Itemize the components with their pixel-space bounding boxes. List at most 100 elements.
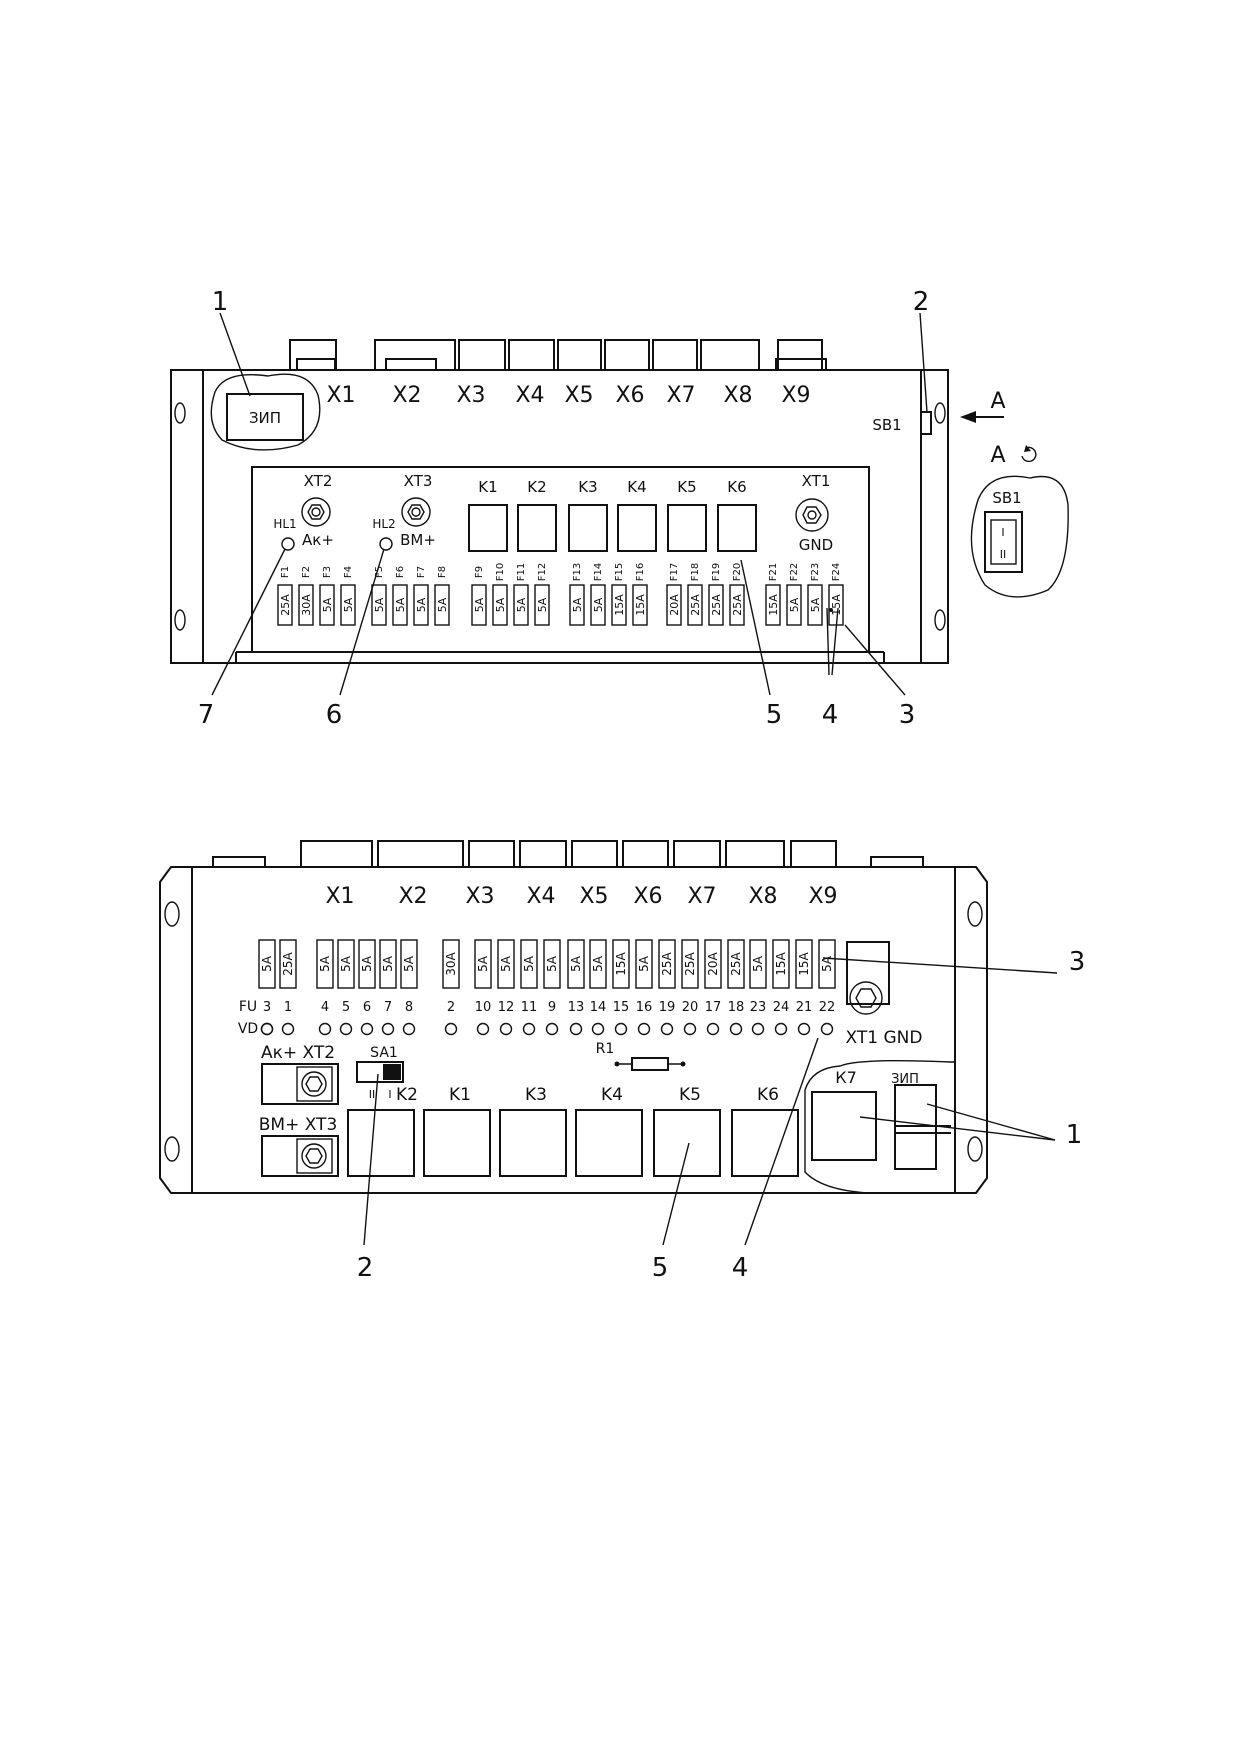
- callout-number: 5: [766, 700, 783, 730]
- fu-number: 17: [705, 1000, 722, 1015]
- xt3-label: XT3: [404, 472, 433, 490]
- fuse-rating: 5A: [318, 955, 332, 972]
- fuse-rating: 5A: [339, 955, 353, 972]
- vd-led: [444, 1022, 458, 1036]
- fuse: [569, 584, 585, 626]
- fu-number: 2: [447, 1000, 455, 1015]
- fuse-id: F8: [437, 566, 448, 578]
- inner-panel: [251, 466, 870, 653]
- nut-icon: [305, 1148, 323, 1164]
- fuse: [471, 584, 487, 626]
- xt2-sublabel: Ак+: [302, 531, 334, 549]
- fuse-rating: 5A: [321, 597, 334, 612]
- sb1-switch: [920, 411, 932, 435]
- fuse-rating: 5A: [591, 955, 605, 972]
- vd-led: [499, 1022, 513, 1036]
- fuse-rating: 25A: [731, 594, 744, 616]
- connector-label: X2: [398, 884, 427, 909]
- fu-number: 7: [384, 1000, 392, 1015]
- vd-led: [637, 1022, 651, 1036]
- connector-tab: [519, 840, 567, 868]
- k7-relay: [811, 1091, 877, 1161]
- callout-number: 2: [913, 287, 930, 317]
- leader-3: [844, 624, 906, 696]
- fuse: [590, 584, 606, 626]
- vd-led: [569, 1022, 583, 1036]
- connector-label: X3: [456, 383, 485, 408]
- vd-led: [797, 1022, 811, 1036]
- fuse: [749, 939, 767, 989]
- vd-led: [360, 1022, 374, 1036]
- rotation-icon: [1021, 446, 1037, 463]
- fu-number: 14: [590, 1000, 607, 1015]
- fuse: [279, 939, 297, 989]
- bottom-enclosure: [191, 866, 956, 1194]
- leader-2: [919, 312, 928, 413]
- fuse-id: F15: [614, 563, 625, 581]
- xt3-stud: [301, 1143, 327, 1169]
- fu-number: 13: [568, 1000, 585, 1015]
- connector-label: X7: [687, 884, 716, 909]
- connector-tab: [377, 840, 464, 868]
- relay-label: K5: [677, 478, 696, 496]
- leader-dot: [829, 608, 833, 612]
- fuse-id: F11: [516, 563, 527, 581]
- fuse: [658, 939, 676, 989]
- callout-number: 3: [899, 700, 916, 730]
- nut-icon: [305, 1076, 323, 1092]
- fuse-rating: 5A: [436, 597, 449, 612]
- top-connector-tabs: [289, 339, 827, 371]
- view-arrow-head: [960, 411, 976, 423]
- fuse-rating: 25A: [710, 594, 723, 616]
- fuse-id: F2: [301, 566, 312, 578]
- relay-label: K2: [527, 478, 546, 496]
- mount-hole: [934, 402, 946, 424]
- fuse-rating: 5A: [751, 955, 765, 972]
- fuse-id: F6: [395, 566, 406, 578]
- k7-area-outline: [804, 1059, 956, 1194]
- fuse-id: F24: [831, 563, 842, 581]
- connector-label: X2: [392, 383, 421, 408]
- connector-label: X1: [325, 884, 354, 909]
- fu-number: 1: [284, 1000, 292, 1015]
- fuse-rating: 15A: [774, 951, 788, 975]
- leader-7: [211, 548, 286, 696]
- fuse-id: F21: [768, 563, 779, 581]
- fuse-rating: 5A: [592, 597, 605, 612]
- relay-label: K4: [627, 478, 646, 496]
- fuse-id: F19: [711, 563, 722, 581]
- fuse-id: F22: [789, 563, 800, 581]
- connector-label: X9: [781, 383, 810, 408]
- fuse-rating: 30A: [300, 594, 313, 616]
- fuse-rating: 15A: [767, 594, 780, 616]
- connector-label: X9: [808, 884, 837, 909]
- sb1-label: SB1: [872, 416, 901, 434]
- fu-number: 10: [475, 1000, 492, 1015]
- connector-label: X5: [564, 383, 593, 408]
- fuse: [589, 939, 607, 989]
- fuse: [534, 584, 550, 626]
- callout-number: 7: [198, 700, 215, 730]
- vd-led: [751, 1022, 765, 1036]
- fuse-rating: 5A: [473, 597, 486, 612]
- fuse-rating: 5A: [342, 597, 355, 612]
- fuse-id: F23: [810, 563, 821, 581]
- connector-tab: [725, 840, 785, 868]
- fu-number: 5: [342, 1000, 350, 1015]
- fuse-id: F7: [416, 566, 427, 578]
- stud-outer: [301, 497, 331, 527]
- connector-tab: [508, 339, 555, 371]
- xt2-terminal: XT2 Ак+: [301, 472, 334, 549]
- relay: [499, 1109, 567, 1177]
- fuse: [392, 584, 408, 626]
- fuse: [337, 939, 355, 989]
- fuse-id: F20: [732, 563, 743, 581]
- vd-led: [339, 1022, 353, 1036]
- leader-6: [339, 548, 385, 696]
- rotation-arrow-head: [1024, 445, 1031, 452]
- relay: [731, 1109, 799, 1177]
- callout-number: 2: [357, 1253, 374, 1283]
- fuse: [379, 939, 397, 989]
